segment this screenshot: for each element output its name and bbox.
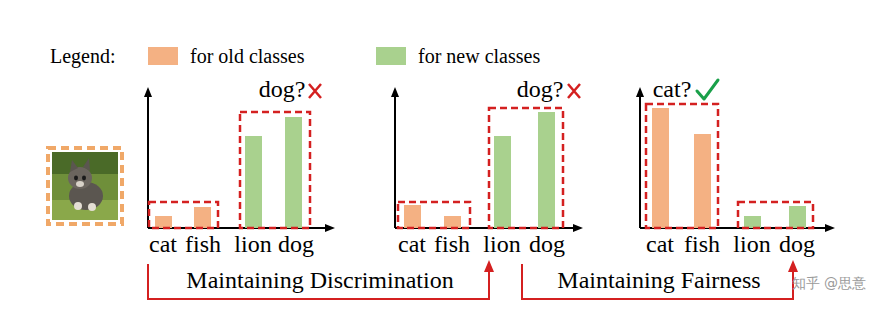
legend-heading: Legend:: [50, 45, 116, 67]
check-mark: [697, 80, 718, 99]
class-name: cat: [149, 231, 177, 257]
cross-mark: [568, 84, 580, 98]
class-name: fish: [185, 231, 221, 257]
bracket-arrow: [522, 264, 793, 299]
cross-mark: [309, 84, 321, 98]
legend-swatch: [148, 47, 178, 65]
query-label: cat?: [653, 76, 692, 102]
stage-label: Maintaining Fairness: [555, 267, 762, 293]
bar-chart: [395, 84, 580, 228]
class-name: fish: [434, 231, 470, 257]
kitten-photo: [52, 152, 118, 220]
class-name: dog: [529, 231, 565, 257]
class-name: lion: [733, 231, 770, 257]
stage-label: Maintaining Discrimination: [184, 267, 455, 293]
class-name: cat: [646, 231, 674, 257]
bar-chart: [640, 80, 830, 228]
legend-text: for old classes: [190, 45, 304, 67]
class-name: cat: [398, 231, 426, 257]
query-label: dog?: [517, 76, 564, 102]
legend-text: for new classes: [418, 45, 540, 67]
watermark: 知乎 @思意: [792, 276, 866, 291]
class-name: dog: [779, 231, 815, 257]
legend-swatch: [376, 47, 406, 65]
class-name: dog: [278, 231, 314, 257]
class-name: lion: [483, 231, 520, 257]
class-name: fish: [684, 231, 720, 257]
query-label: dog?: [259, 76, 306, 102]
bar-chart: [148, 84, 330, 228]
class-name: lion: [234, 231, 271, 257]
photo-frame: [48, 148, 122, 224]
bracket-arrow: [148, 264, 489, 299]
